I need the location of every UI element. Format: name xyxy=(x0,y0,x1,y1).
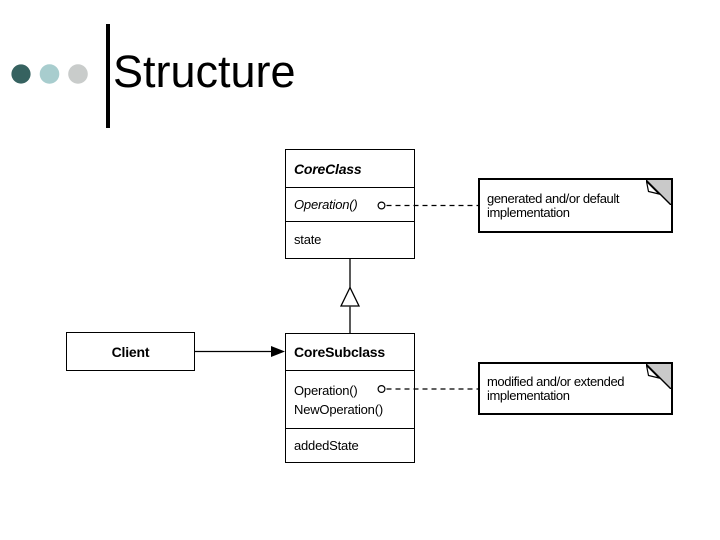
uml-note-modified: modified and/or extended implementation xyxy=(478,362,673,415)
coresubclass-operations-compartment: Operation() NewOperation() xyxy=(286,371,414,429)
uml-class-client: Client xyxy=(66,332,195,371)
coresubclass-name-compartment: CoreSubclass xyxy=(286,334,414,371)
slide-decor-dots xyxy=(11,64,88,84)
note-modified-line1: modified and/or extended xyxy=(487,374,625,389)
coreclass-name: CoreClass xyxy=(294,160,362,177)
decor-dot-dark-icon xyxy=(11,64,31,84)
note-generated-line2: implementation xyxy=(487,204,570,220)
note-folded-corner-icon xyxy=(646,180,671,205)
note-modified-text: modified and/or extended implementation xyxy=(480,374,625,403)
note-generated-line1: generated and/or default xyxy=(487,191,620,206)
coresubclass-name: CoreSubclass xyxy=(294,344,385,360)
inheritance-triangle-icon xyxy=(339,286,361,307)
coreclass-attribute: state xyxy=(294,232,322,247)
note-generated-text: generated and/or default implementation xyxy=(480,192,619,219)
association-arrowhead-icon xyxy=(271,346,285,357)
coresubclass-attributes-compartment: addedState xyxy=(286,429,414,461)
coresubclass-operation-1: Operation() xyxy=(294,382,358,398)
uml-class-coreclass: CoreClass Operation() state xyxy=(285,149,415,259)
note-folded-corner-icon xyxy=(646,364,671,389)
coreclass-operation: Operation() xyxy=(294,197,358,212)
decor-dot-gray-icon xyxy=(68,64,88,84)
coresubclass-attribute: addedState xyxy=(294,437,359,453)
client-name: Client xyxy=(111,343,150,360)
coreclass-name-compartment: CoreClass xyxy=(286,150,414,188)
coreclass-operations-compartment: Operation() xyxy=(286,188,414,222)
note-modified-line2: implementation xyxy=(487,387,570,403)
decor-dot-light-icon xyxy=(39,64,60,84)
page-title: Structure xyxy=(113,46,296,97)
uml-class-coresubclass: CoreSubclass Operation() NewOperation() … xyxy=(285,333,415,463)
coresubclass-operation-2: NewOperation() xyxy=(294,401,383,417)
title-divider-rule xyxy=(106,24,110,128)
uml-note-generated: generated and/or default implementation xyxy=(478,178,673,233)
coreclass-attributes-compartment: state xyxy=(286,222,414,257)
